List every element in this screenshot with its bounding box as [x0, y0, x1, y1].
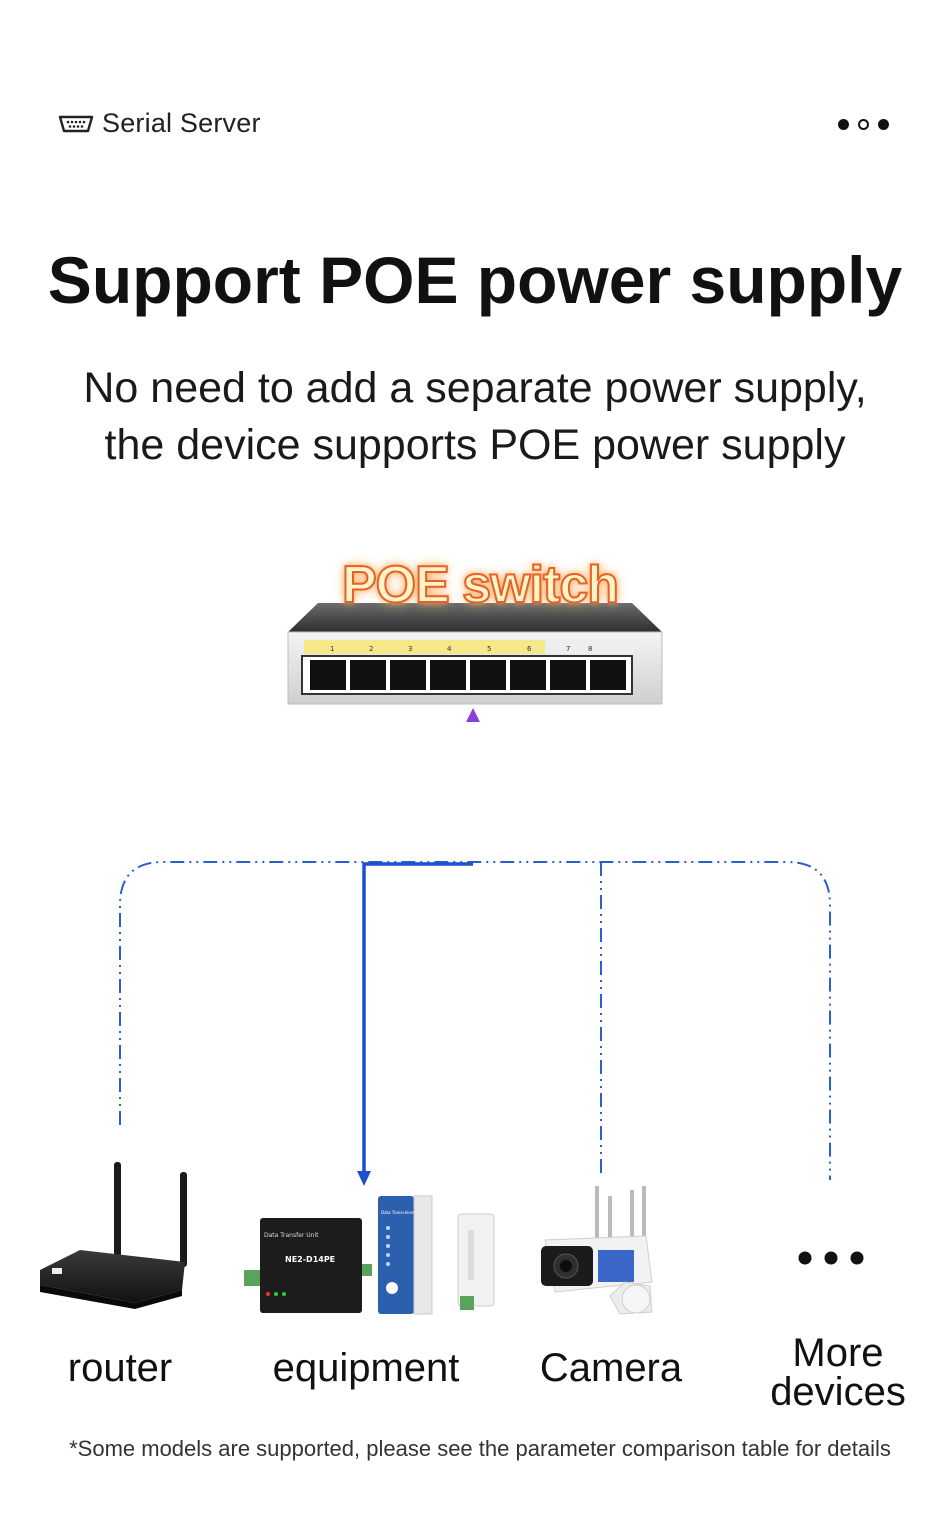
port-number: 2 [369, 645, 373, 653]
port-number: 7 [566, 645, 570, 653]
port-number: 3 [408, 645, 412, 653]
port-number: 8 [588, 645, 592, 653]
equipment-image: Data Transfer Unit NE2-D14PE Data Transc… [244, 1195, 495, 1315]
poe-power-path [362, 720, 475, 1172]
device-model: NE2-D14PE [285, 1255, 335, 1264]
poe-switch: 1 2 3 4 5 6 7 8 [287, 603, 663, 705]
arrow-down-icon [357, 1171, 371, 1186]
footnote: *Some models are supported, please see t… [69, 1436, 891, 1461]
equipment-label: equipment [272, 1346, 460, 1390]
device-header: Data Transfer Unit [264, 1232, 319, 1239]
more-devices-line-1: More [792, 1331, 884, 1375]
port-number: 5 [487, 645, 491, 653]
more-dots-icon [798, 1251, 864, 1265]
port-number: 6 [527, 645, 532, 653]
camera-image [541, 1186, 653, 1315]
page-dot[interactable] [878, 119, 889, 130]
serial-port-icon [58, 115, 94, 132]
arrow-up-icon [466, 708, 480, 722]
router-image [40, 1162, 187, 1309]
subtitle-line-2: the device supports POE power supply [104, 421, 846, 469]
port-number: 1 [330, 645, 334, 653]
header-tag: Serial Server [58, 108, 261, 139]
subtitle-line-1: No need to add a separate power supply, [83, 364, 867, 412]
page-dot[interactable] [838, 119, 849, 130]
poe-switch-label: POE switch [341, 555, 620, 615]
page-title: Support POE power supply [47, 243, 903, 317]
more-devices-label: More devices [740, 1331, 936, 1414]
header-tag-label: Serial Server [102, 108, 261, 138]
page-indicator[interactable] [838, 119, 889, 130]
dashed-connections [119, 861, 831, 1180]
camera-label: Camera [539, 1346, 683, 1390]
more-devices-line-2: devices [770, 1370, 906, 1414]
rail-header: Data Transceiver [381, 1210, 415, 1215]
page-dot-current[interactable] [858, 119, 869, 130]
port-number: 4 [447, 645, 452, 653]
page-subtitle: No need to add a separate power supply, … [0, 360, 950, 474]
router-label: router [67, 1346, 173, 1390]
